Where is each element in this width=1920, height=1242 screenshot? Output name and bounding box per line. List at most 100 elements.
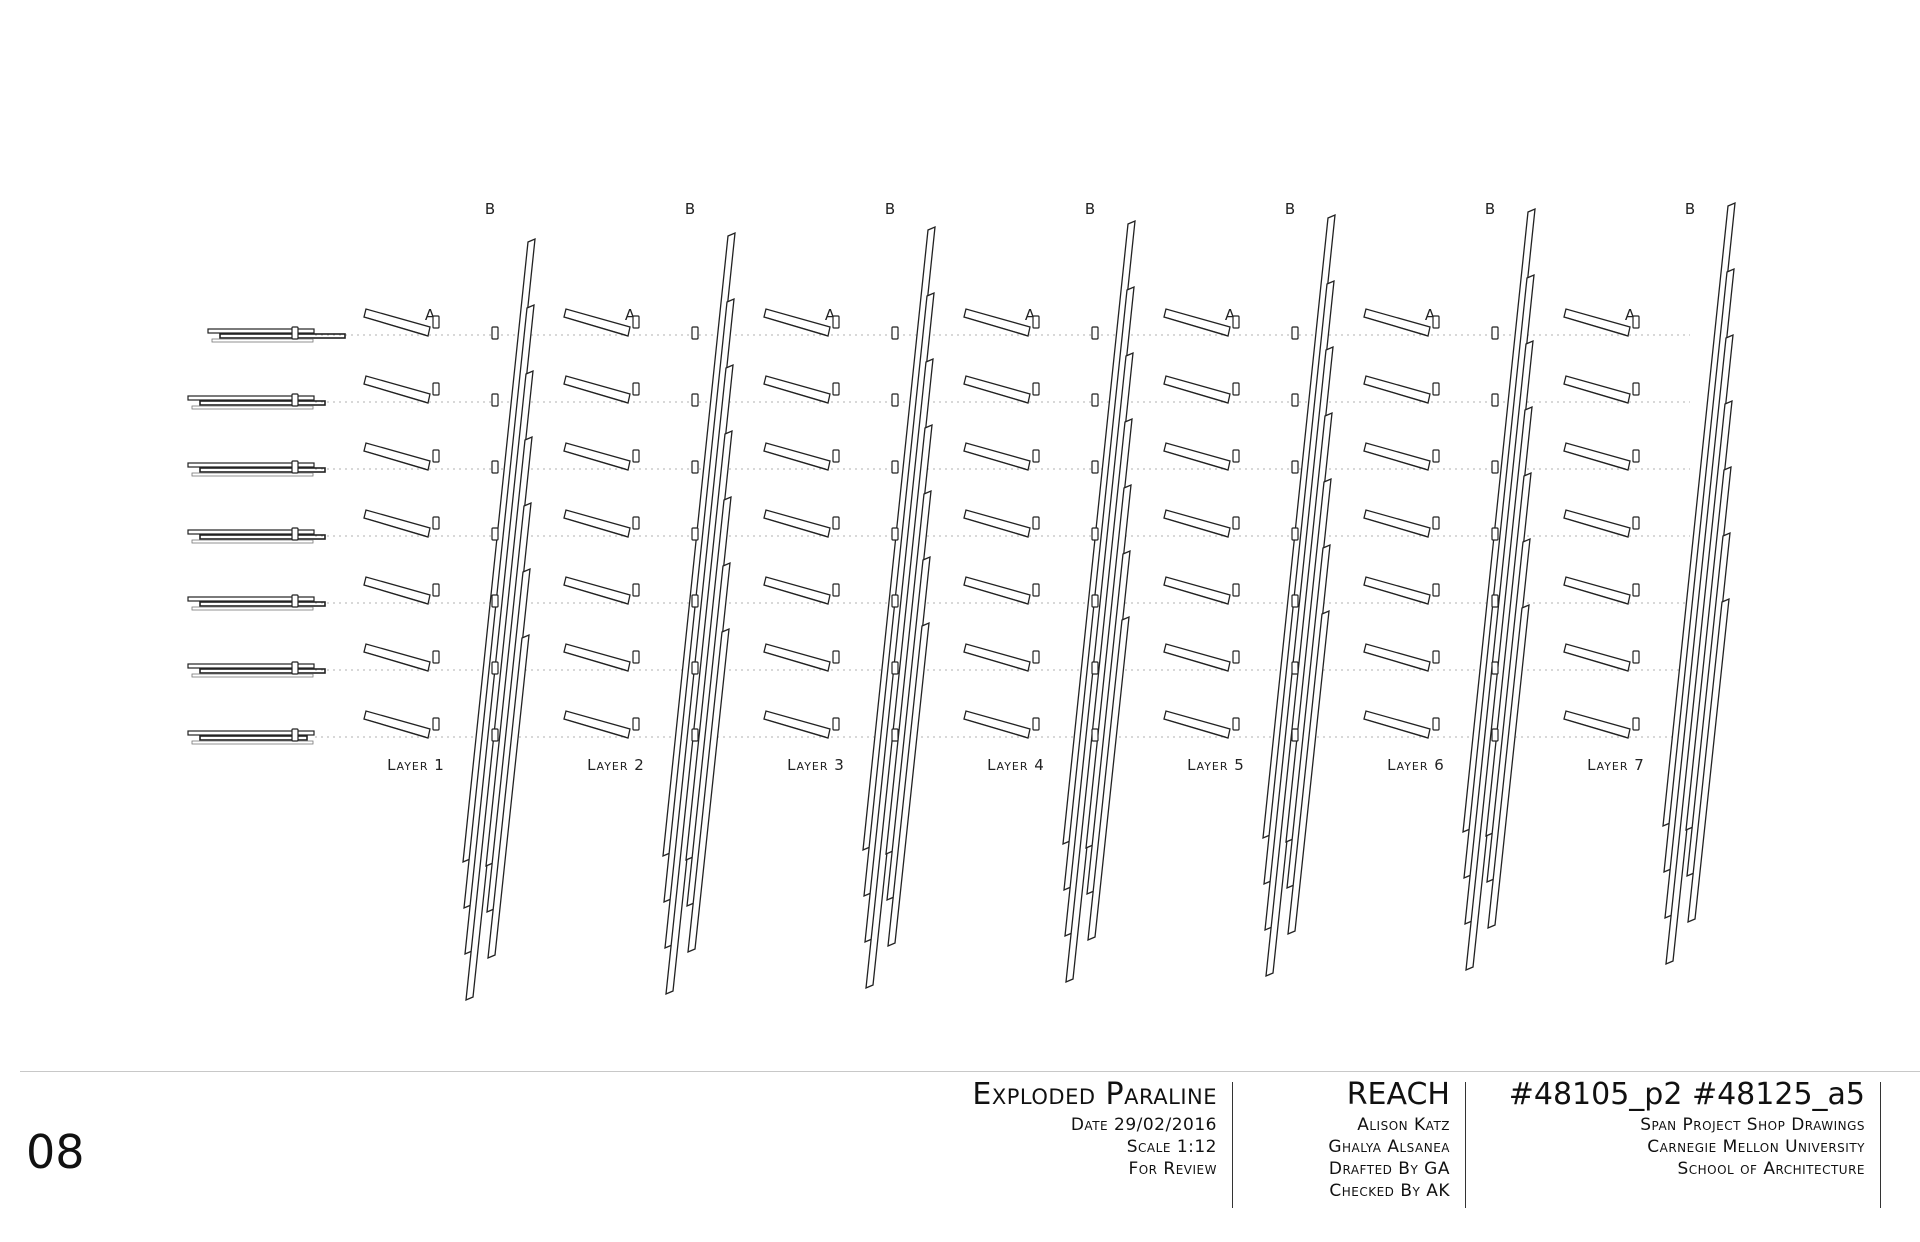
layer-label: Layer 5 [1187, 756, 1245, 774]
plank-edge [567, 317, 627, 336]
plank [1163, 308, 1231, 337]
block [1432, 650, 1440, 664]
layer-label: Layer 2 [587, 756, 645, 774]
plank-edge [367, 652, 427, 671]
block [1632, 315, 1640, 329]
stacked-elevation-view [187, 328, 346, 745]
block [891, 326, 899, 340]
block [1291, 728, 1299, 742]
block [1032, 315, 1040, 329]
plank-edge [567, 518, 627, 537]
elevation-bar [199, 534, 326, 540]
plank [563, 643, 631, 672]
checked-by: Checked By AK [1329, 1181, 1450, 1201]
plank-edge [567, 384, 627, 403]
plank [563, 375, 631, 404]
block [1491, 460, 1499, 474]
plank-edge [1567, 384, 1627, 403]
block [1632, 516, 1640, 530]
block [1032, 717, 1040, 731]
block [1232, 583, 1240, 597]
part-label-a: A [625, 306, 636, 324]
plank [1363, 643, 1431, 672]
elevation-bar [199, 668, 326, 674]
block [1291, 661, 1299, 675]
block [832, 717, 840, 731]
strut [665, 429, 733, 996]
plank-edge [367, 585, 427, 604]
elevation-bar [219, 333, 346, 339]
elevation-bar [187, 529, 315, 535]
elevation-bar [199, 467, 326, 473]
plank [1563, 643, 1631, 672]
plank [1163, 710, 1231, 739]
plank [763, 375, 831, 404]
block [691, 393, 699, 407]
plank [963, 442, 1031, 471]
course-numbers: #48105_p2 #48125_a5 [1508, 1077, 1865, 1112]
plank-edge [367, 451, 427, 470]
strut [1087, 615, 1130, 942]
plank [1163, 643, 1231, 672]
plank-edge [1167, 451, 1227, 470]
layer-group: B A Layer 2 [491, 200, 736, 996]
block [1432, 516, 1440, 530]
block [632, 717, 640, 731]
elevation-stack [187, 730, 315, 745]
strut [1665, 399, 1733, 966]
block [1091, 460, 1099, 474]
block [1491, 594, 1499, 608]
block [1232, 717, 1240, 731]
block [691, 661, 699, 675]
elevation-bar [187, 462, 315, 468]
block [1032, 583, 1040, 597]
elevation-bar [199, 400, 326, 406]
strut [1465, 405, 1533, 972]
elevation-bar [211, 338, 314, 343]
plank-edge [767, 384, 827, 403]
block [491, 661, 499, 675]
plank-edge [1167, 317, 1227, 336]
title-block-divider [1232, 1082, 1233, 1208]
plank [1563, 710, 1631, 739]
elevation-stack [187, 596, 326, 611]
block [291, 326, 299, 340]
block [1232, 449, 1240, 463]
part-label-b: B [1285, 200, 1295, 218]
block [691, 527, 699, 541]
block [1032, 449, 1040, 463]
part-label-b: B [685, 200, 695, 218]
title-block-rule [20, 1071, 1920, 1072]
block [1491, 326, 1499, 340]
block [1091, 594, 1099, 608]
block [1632, 717, 1640, 731]
block [632, 315, 640, 329]
block [1432, 315, 1440, 329]
plank [1163, 576, 1231, 605]
plank [363, 509, 431, 538]
plank [1563, 442, 1631, 471]
elevation-bar [191, 673, 314, 678]
block [891, 393, 899, 407]
author-name: Alison Katz [1357, 1115, 1450, 1135]
plank-edge [967, 518, 1027, 537]
part-label-a: A [1025, 306, 1036, 324]
block [1491, 661, 1499, 675]
plank [563, 308, 631, 337]
plank [963, 643, 1031, 672]
block [1291, 460, 1299, 474]
part-label-b: B [885, 200, 895, 218]
block [1491, 393, 1499, 407]
drawing-date: Date 29/02/2016 [1070, 1115, 1217, 1135]
plank [563, 576, 631, 605]
elevation-stack [187, 529, 326, 544]
plank [563, 509, 631, 538]
